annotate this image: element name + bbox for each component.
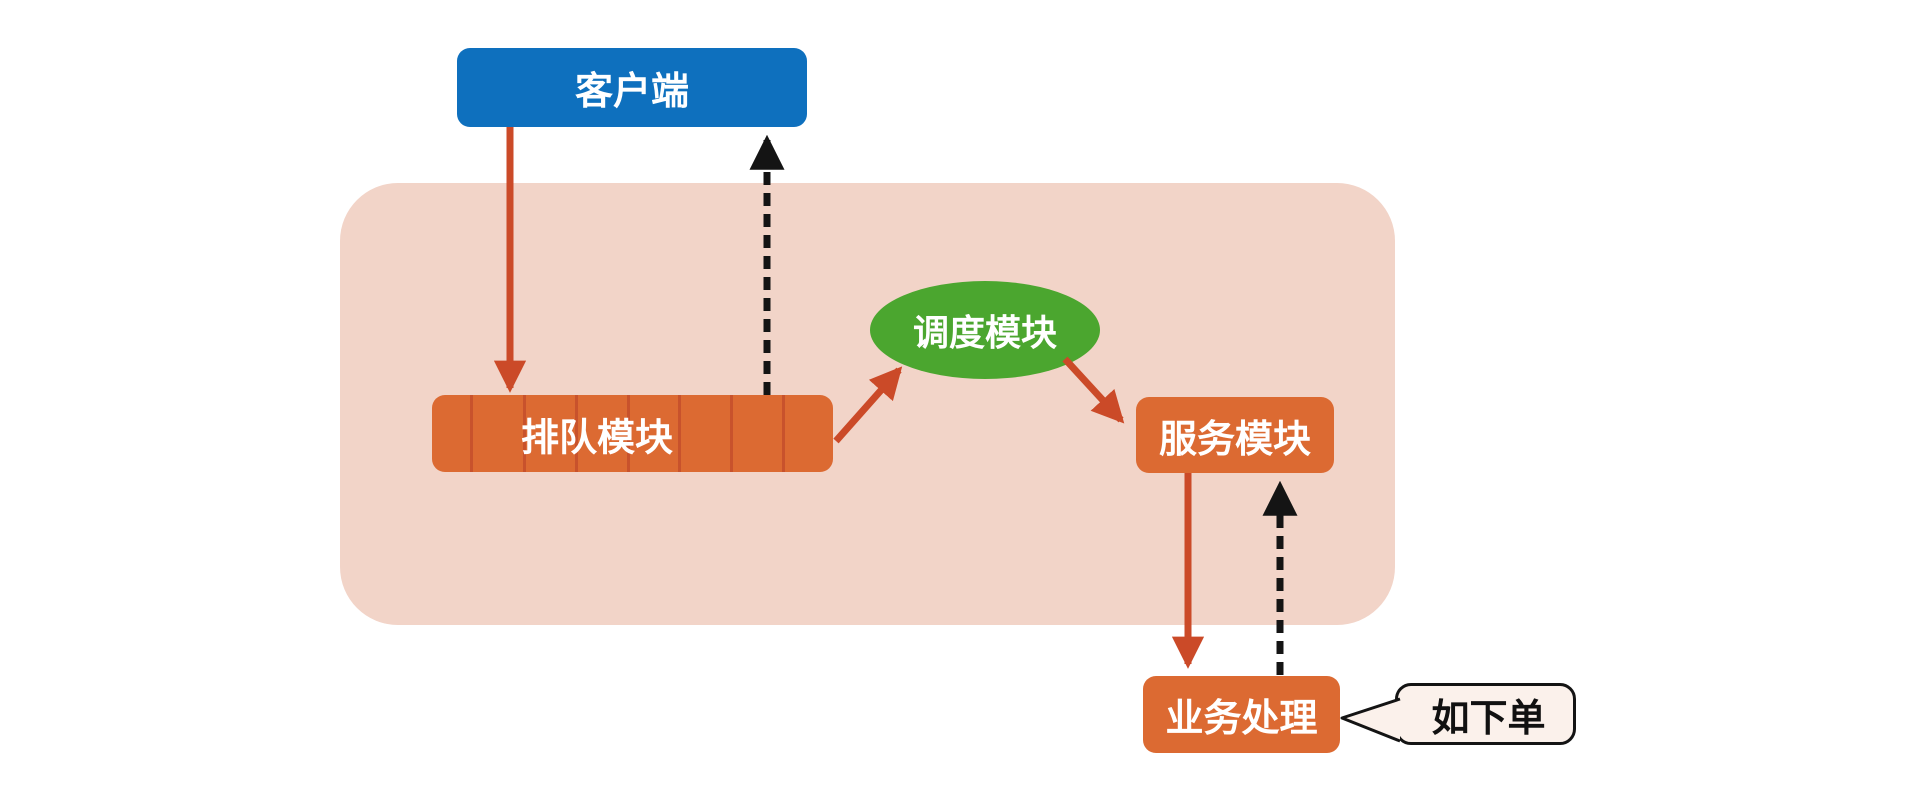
node-business-label: 业务处理 <box>1165 698 1318 740</box>
queue-segment-divider <box>575 395 578 472</box>
queue-segment-divider <box>782 395 785 472</box>
callout-tail <box>1340 697 1401 743</box>
queue-segment-divider <box>470 395 473 472</box>
callout-bubble: 如下单 <box>1395 683 1576 745</box>
queue-segment-divider <box>678 395 681 472</box>
queue-segment-divider <box>523 395 526 472</box>
node-service-module: 服务模块 <box>1136 397 1334 473</box>
node-scheduler-label: 调度模块 <box>912 312 1057 353</box>
node-queue-module: 排队模块 <box>432 395 833 472</box>
node-client: 客户端 <box>457 48 807 127</box>
callout-label: 如下单 <box>1431 697 1546 740</box>
node-queue-label: 排队模块 <box>521 417 674 459</box>
node-scheduler-module: 调度模块 <box>870 281 1100 379</box>
node-client-label: 客户端 <box>574 71 689 113</box>
queue-segment-divider <box>627 395 630 472</box>
node-business-processing: 业务处理 <box>1143 676 1340 753</box>
node-service-label: 服务模块 <box>1158 418 1311 461</box>
queue-segment-divider <box>730 395 733 472</box>
